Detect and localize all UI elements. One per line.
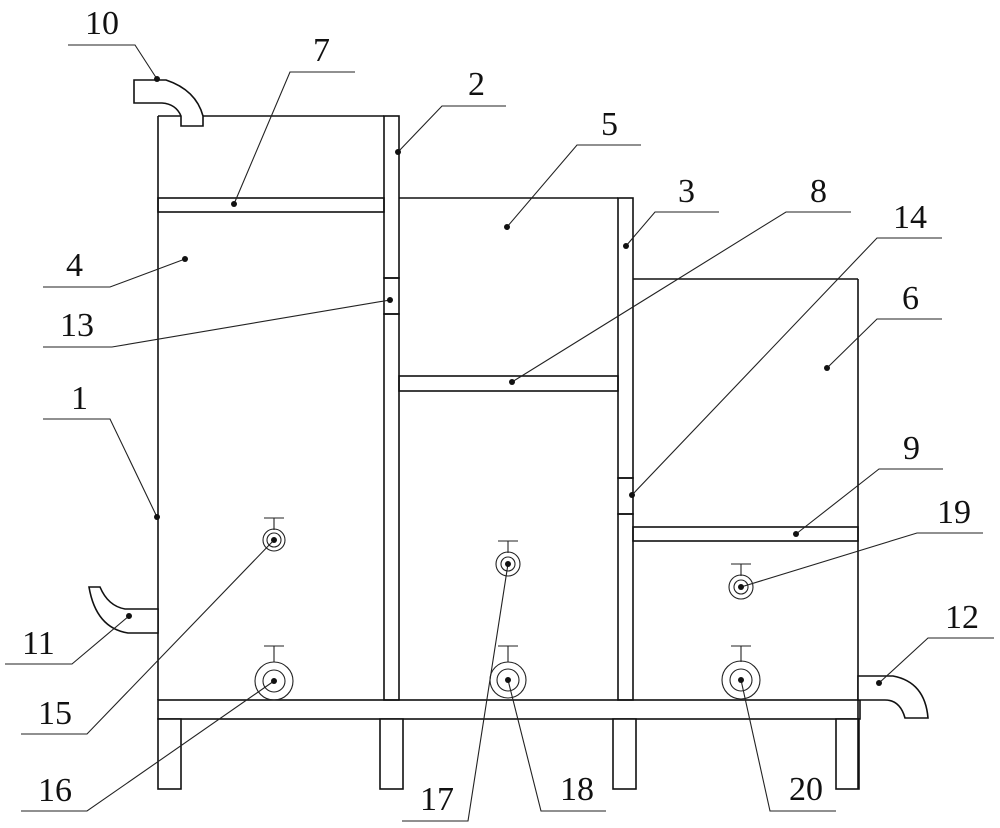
- filter-screen-9: [632, 526, 859, 542]
- leader-lines: [5, 44, 994, 822]
- partition-2-upper: [383, 115, 400, 279]
- label-3: 3: [678, 173, 695, 210]
- opening-13: [383, 277, 400, 315]
- valve-20[interactable]: [721, 645, 761, 700]
- partition-2-lower: [383, 313, 400, 701]
- label-10: 10: [85, 5, 119, 42]
- valve-16[interactable]: [254, 645, 294, 701]
- partition-wall-2: [383, 115, 400, 701]
- label-14: 14: [893, 199, 927, 236]
- label-11: 11: [22, 625, 55, 662]
- label-8: 8: [810, 173, 827, 210]
- label-5: 5: [601, 106, 618, 143]
- label-4: 4: [66, 247, 83, 284]
- label-1: 1: [71, 380, 88, 417]
- inlet-pipe-11: [88, 586, 159, 634]
- support-leg: [835, 718, 860, 790]
- label-2: 2: [468, 66, 485, 103]
- support-leg: [379, 718, 404, 790]
- partition-3-lower: [617, 513, 634, 701]
- base-beam: [157, 699, 861, 720]
- label-18: 18: [560, 771, 594, 808]
- filter-screen-7: [157, 197, 385, 213]
- label-6: 6: [902, 280, 919, 317]
- partition-wall-3: [617, 197, 634, 701]
- support-frame: [157, 699, 861, 790]
- label-16: 16: [38, 772, 72, 809]
- label-17: 17: [420, 781, 454, 818]
- support-leg: [612, 718, 637, 790]
- label-13: 13: [60, 307, 94, 344]
- inlet-pipe-10: [133, 79, 204, 127]
- outlet-pipe-12: [857, 675, 929, 719]
- label-9: 9: [903, 430, 920, 467]
- label-12: 12: [945, 599, 979, 636]
- label-7: 7: [313, 32, 330, 69]
- valve-15[interactable]: [262, 517, 286, 552]
- chamber-1: [157, 115, 384, 700]
- valve-17[interactable]: [495, 540, 521, 577]
- label-19: 19: [937, 494, 971, 531]
- filter-screen-8: [398, 375, 619, 392]
- label-20: 20: [789, 771, 823, 808]
- part-labels: 10 7 2 5 3 8 14 4 6 13 1 9 19 12 11 15 1…: [22, 5, 979, 818]
- valve-18[interactable]: [489, 645, 527, 699]
- label-15: 15: [38, 695, 72, 732]
- valve-19[interactable]: [728, 563, 754, 600]
